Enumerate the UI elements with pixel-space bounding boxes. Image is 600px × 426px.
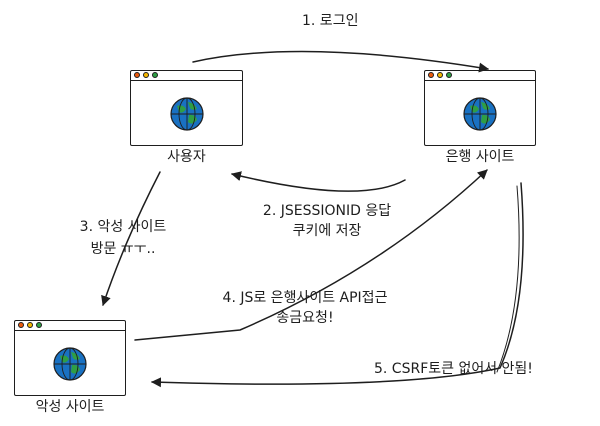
globe-icon xyxy=(53,347,87,381)
window-minimize-dot-icon xyxy=(143,72,149,78)
user-browser-window xyxy=(130,70,243,146)
edge-label-js-access-line2: 송금요청! xyxy=(276,310,334,326)
window-close-dot-icon xyxy=(18,322,24,328)
edge-label-js-access-line1: 4. JS로 은행사이트 API접근 xyxy=(222,290,388,306)
bank-browser-window xyxy=(424,70,536,146)
window-frame xyxy=(130,70,243,146)
window-minimize-dot-icon xyxy=(27,322,33,328)
edge-label-visit-line2: 방문 ㅠㅜ.. xyxy=(90,241,156,257)
window-titlebar-divider xyxy=(130,80,243,81)
edge-label-jsession-line2: 쿠키에 저장 xyxy=(292,223,362,239)
window-controls xyxy=(134,72,158,78)
edge-visit-arrow xyxy=(101,171,161,306)
window-close-dot-icon xyxy=(134,72,140,78)
window-controls xyxy=(428,72,452,78)
window-maximize-dot-icon xyxy=(446,72,452,78)
edge-label-csrf: 5. CSRF토큰 없어서 안됨! xyxy=(374,361,533,377)
globe-icon xyxy=(169,97,204,131)
node-label-user: 사용자 xyxy=(167,149,206,165)
edge-js-access-arrow xyxy=(134,169,488,341)
edge-csrf-arrow xyxy=(151,182,524,388)
node-label-bank: 은행 사이트 xyxy=(445,149,515,165)
window-frame xyxy=(424,70,536,146)
edge-login-arrow xyxy=(192,50,489,73)
window-frame xyxy=(14,320,126,396)
edge-csrf-arrow-double xyxy=(496,185,520,373)
edge-label-visit-line1: 3. 악성 사이트 xyxy=(79,219,167,235)
window-minimize-dot-icon xyxy=(437,72,443,78)
edge-jsession-arrow xyxy=(231,171,406,192)
node-label-malicious: 악성 사이트 xyxy=(35,399,105,415)
edge-label-login: 1. 로그인 xyxy=(302,13,359,29)
window-controls xyxy=(18,322,42,328)
malicious-browser-window xyxy=(14,320,126,396)
window-maximize-dot-icon xyxy=(152,72,158,78)
window-maximize-dot-icon xyxy=(36,322,42,328)
window-titlebar-divider xyxy=(14,330,126,331)
window-titlebar-divider xyxy=(424,80,536,81)
edge-label-jsession-line1: 2. JSESSIONID 응답 xyxy=(262,203,392,219)
window-close-dot-icon xyxy=(428,72,434,78)
globe-icon xyxy=(463,97,497,131)
